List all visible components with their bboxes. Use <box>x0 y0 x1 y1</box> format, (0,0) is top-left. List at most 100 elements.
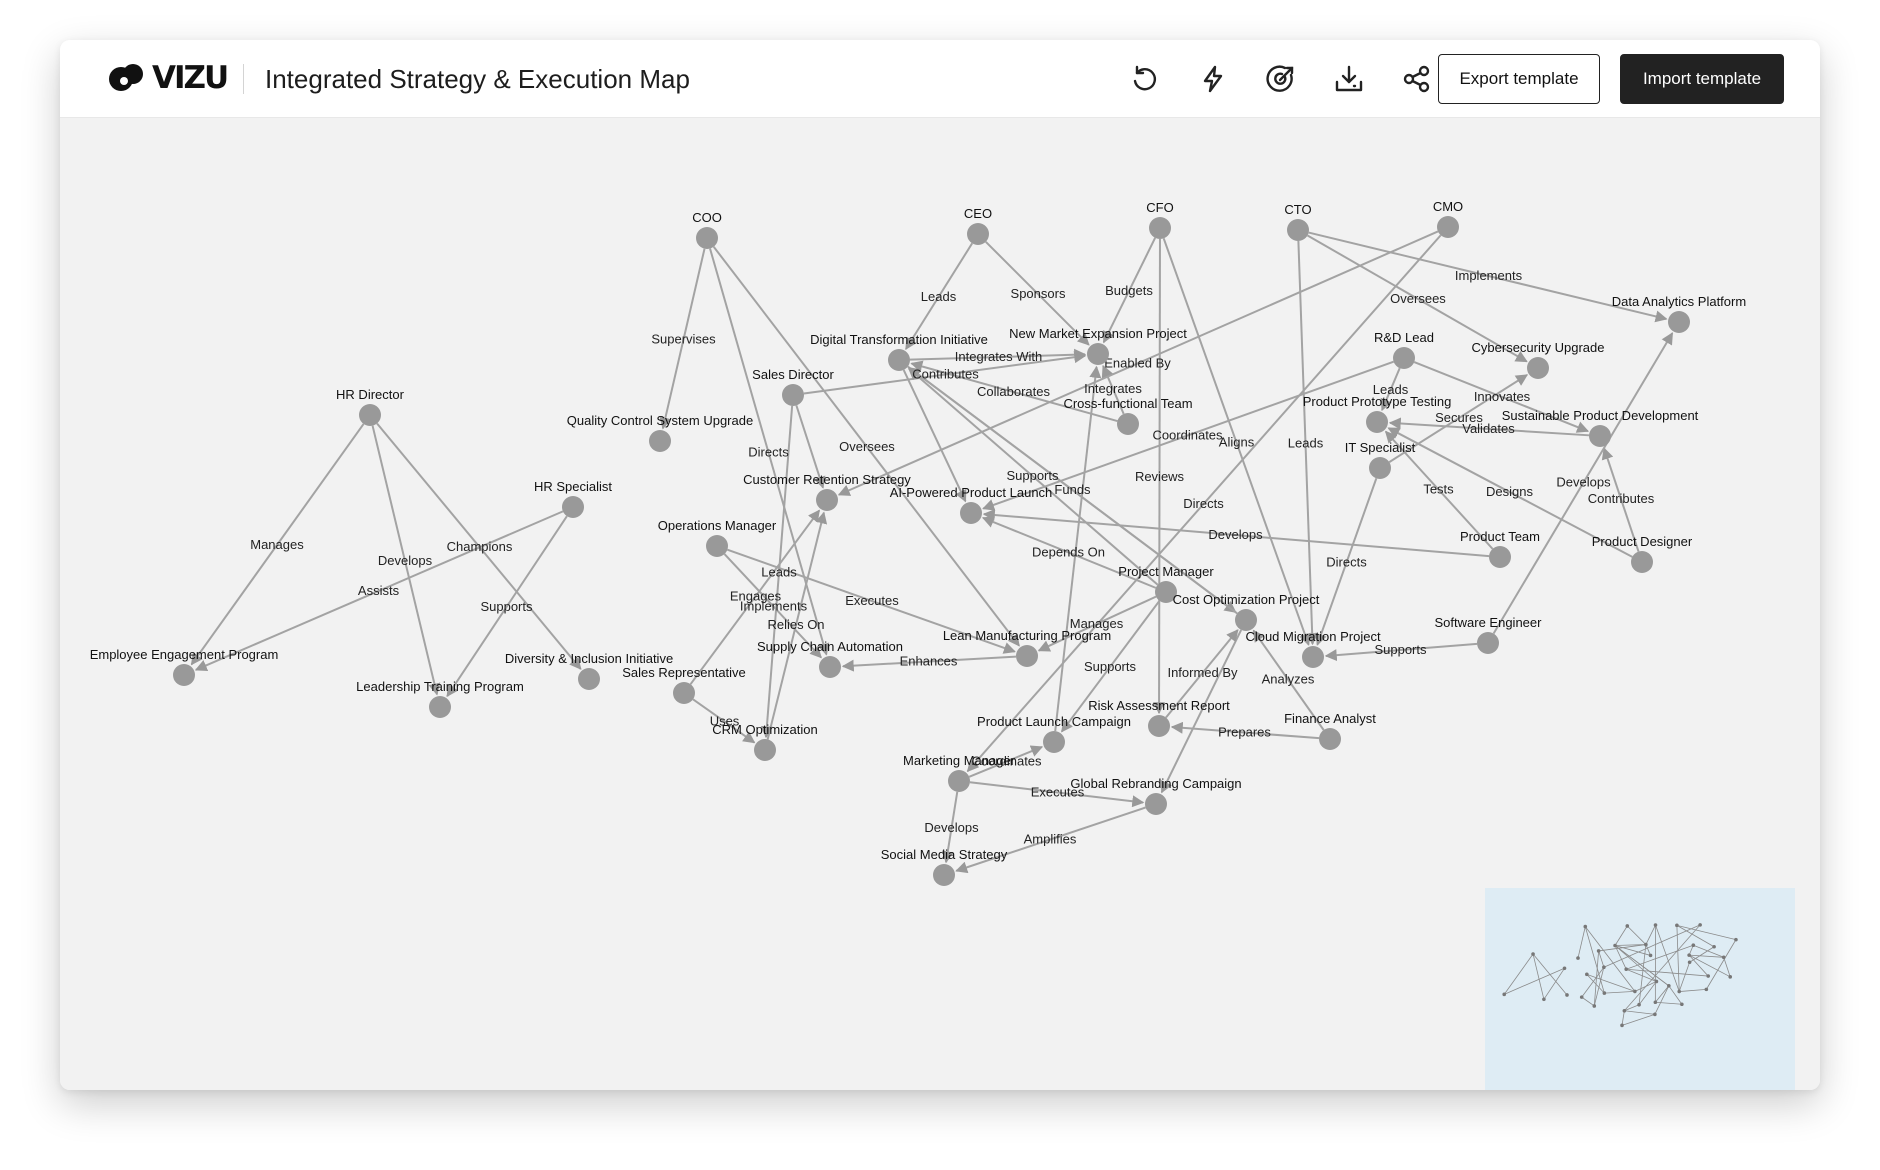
edge-rdlead-aipl[interactable] <box>982 360 1394 511</box>
node-lmp[interactable]: Lean Manufacturing Program <box>943 628 1111 667</box>
edge-cmo-mktmgr[interactable] <box>966 234 1442 773</box>
undo-icon[interactable] <box>1128 62 1162 96</box>
node-dap[interactable]: Data Analytics Platform <box>1612 294 1746 333</box>
edge-hrdir-eep[interactable] <box>190 423 365 666</box>
node-circle[interactable] <box>1149 217 1171 239</box>
node-circle[interactable] <box>1148 715 1170 737</box>
node-pteam[interactable]: Product Team <box>1460 529 1540 568</box>
node-cop[interactable]: Cost Optimization Project <box>1173 592 1320 631</box>
edge-cto-csu[interactable] <box>1307 234 1528 363</box>
node-circle[interactable] <box>696 227 718 249</box>
edge-ceo-dti[interactable] <box>905 242 974 351</box>
edge-cop-dti[interactable] <box>908 366 1238 615</box>
edge-salesdir-nmep[interactable] <box>803 351 1087 395</box>
edge-hrspec-ltp[interactable] <box>446 515 568 698</box>
node-circle[interactable] <box>706 535 728 557</box>
node-fa[interactable]: Finance Analyst <box>1284 711 1376 750</box>
edge-opsmgr-sca[interactable] <box>723 553 822 659</box>
node-spd[interactable]: Sustainable Product Development <box>1502 408 1699 447</box>
node-salesdir[interactable]: Sales Director <box>752 367 834 406</box>
node-circle[interactable] <box>1145 793 1167 815</box>
edge-cto-cmp[interactable] <box>1297 240 1319 646</box>
minimap[interactable] <box>1485 888 1795 1090</box>
node-circle[interactable] <box>1302 646 1324 668</box>
node-cfo[interactable]: CFO <box>1146 200 1174 239</box>
node-aipl[interactable]: AI-Powered Product Launch <box>890 485 1053 524</box>
share-icon[interactable] <box>1400 62 1434 96</box>
node-itspec[interactable]: IT Specialist <box>1345 440 1416 479</box>
node-sca[interactable]: Supply Chain Automation <box>757 639 903 678</box>
node-circle[interactable] <box>673 682 695 704</box>
node-rdlead[interactable]: R&D Lead <box>1374 330 1434 369</box>
node-circle[interactable] <box>1437 216 1459 238</box>
node-circle[interactable] <box>359 404 381 426</box>
node-circle[interactable] <box>429 696 451 718</box>
edge-cfo-cmp[interactable] <box>1162 238 1311 646</box>
node-circle[interactable] <box>1489 546 1511 568</box>
edge-rdlead-ppt[interactable] <box>1380 367 1401 412</box>
node-csu[interactable]: Cybersecurity Upgrade <box>1472 340 1605 379</box>
edge-coo-qcsu[interactable] <box>659 248 706 430</box>
node-circle[interactable] <box>1117 413 1139 435</box>
node-circle[interactable] <box>754 739 776 761</box>
node-plc[interactable]: Product Launch Campaign <box>977 714 1131 753</box>
edge-salesdir-crmo[interactable] <box>760 405 794 739</box>
edge-ceo-nmep[interactable] <box>985 241 1090 346</box>
node-circle[interactable] <box>1043 731 1065 753</box>
edge-coo-lmp[interactable] <box>712 246 1020 647</box>
edge-itspec-csu[interactable] <box>1388 374 1529 463</box>
node-sweng[interactable]: Software Engineer <box>1435 615 1543 654</box>
node-circle[interactable] <box>816 489 838 511</box>
node-circle[interactable] <box>782 384 804 406</box>
node-circle[interactable] <box>1319 728 1341 750</box>
edge-plc-nmep[interactable] <box>1054 365 1102 732</box>
vizu-logo[interactable]: VIZU <box>108 60 229 96</box>
node-hrdir[interactable]: HR Director <box>336 387 405 426</box>
node-hrspec[interactable]: HR Specialist <box>534 479 612 518</box>
node-circle[interactable] <box>888 349 910 371</box>
edge-cto-dap[interactable] <box>1308 231 1668 323</box>
edge-salesdir-crs[interactable] <box>795 405 826 489</box>
edge-rdlead-spd[interactable] <box>1413 361 1590 433</box>
edge-hrdir-dii[interactable] <box>376 422 582 670</box>
node-circle[interactable] <box>1366 411 1388 433</box>
edge-cmo-crs[interactable] <box>837 230 1439 496</box>
target-icon[interactable] <box>1264 62 1298 96</box>
edge-cop-grc[interactable] <box>1160 629 1243 794</box>
node-mktmgr[interactable]: Marketing Manager <box>903 753 1016 792</box>
node-circle[interactable] <box>562 496 584 518</box>
edge-pm-lmp[interactable] <box>1037 595 1157 652</box>
node-cmo[interactable]: CMO <box>1433 199 1463 238</box>
node-circle[interactable] <box>1155 581 1177 603</box>
download-icon[interactable] <box>1332 62 1366 96</box>
edge-salesrep-crs[interactable] <box>689 509 821 685</box>
edge-salesrep-crmo[interactable] <box>692 698 756 744</box>
document-title[interactable]: Integrated Strategy & Execution Map <box>265 64 690 94</box>
node-nmep[interactable]: New Market Expansion Project <box>1009 326 1187 365</box>
edge-spd-ppt[interactable] <box>1388 417 1590 437</box>
node-circle[interactable] <box>819 656 841 678</box>
node-eep[interactable]: Employee Engagement Program <box>90 647 279 686</box>
edge-hrspec-eep[interactable] <box>194 510 564 672</box>
node-rar[interactable]: Risk Assessment Report <box>1088 698 1230 737</box>
export-template-button[interactable]: Export template <box>1438 54 1600 104</box>
edge-mktmgr-plc[interactable] <box>968 745 1044 778</box>
node-circle[interactable] <box>933 864 955 886</box>
edge-sweng-cmp[interactable] <box>1324 642 1478 662</box>
import-template-button[interactable]: Import template <box>1620 54 1784 104</box>
edge-dti-nmep[interactable] <box>909 348 1087 361</box>
node-circle[interactable] <box>173 664 195 686</box>
node-circle[interactable] <box>1016 645 1038 667</box>
edge-mktmgr-sms[interactable] <box>941 791 959 864</box>
node-circle[interactable] <box>578 668 600 690</box>
node-cto[interactable]: CTO <box>1284 202 1312 241</box>
node-circle[interactable] <box>1369 457 1391 479</box>
edge-crmo-crs[interactable] <box>766 511 828 740</box>
edge-fa-rar[interactable] <box>1170 721 1320 740</box>
edge-cfo-nmep[interactable] <box>1102 237 1157 344</box>
edge-cft-nmep[interactable] <box>1101 364 1125 415</box>
edge-grc-sms[interactable] <box>955 806 1146 874</box>
edge-pm-plc[interactable] <box>1060 600 1161 733</box>
